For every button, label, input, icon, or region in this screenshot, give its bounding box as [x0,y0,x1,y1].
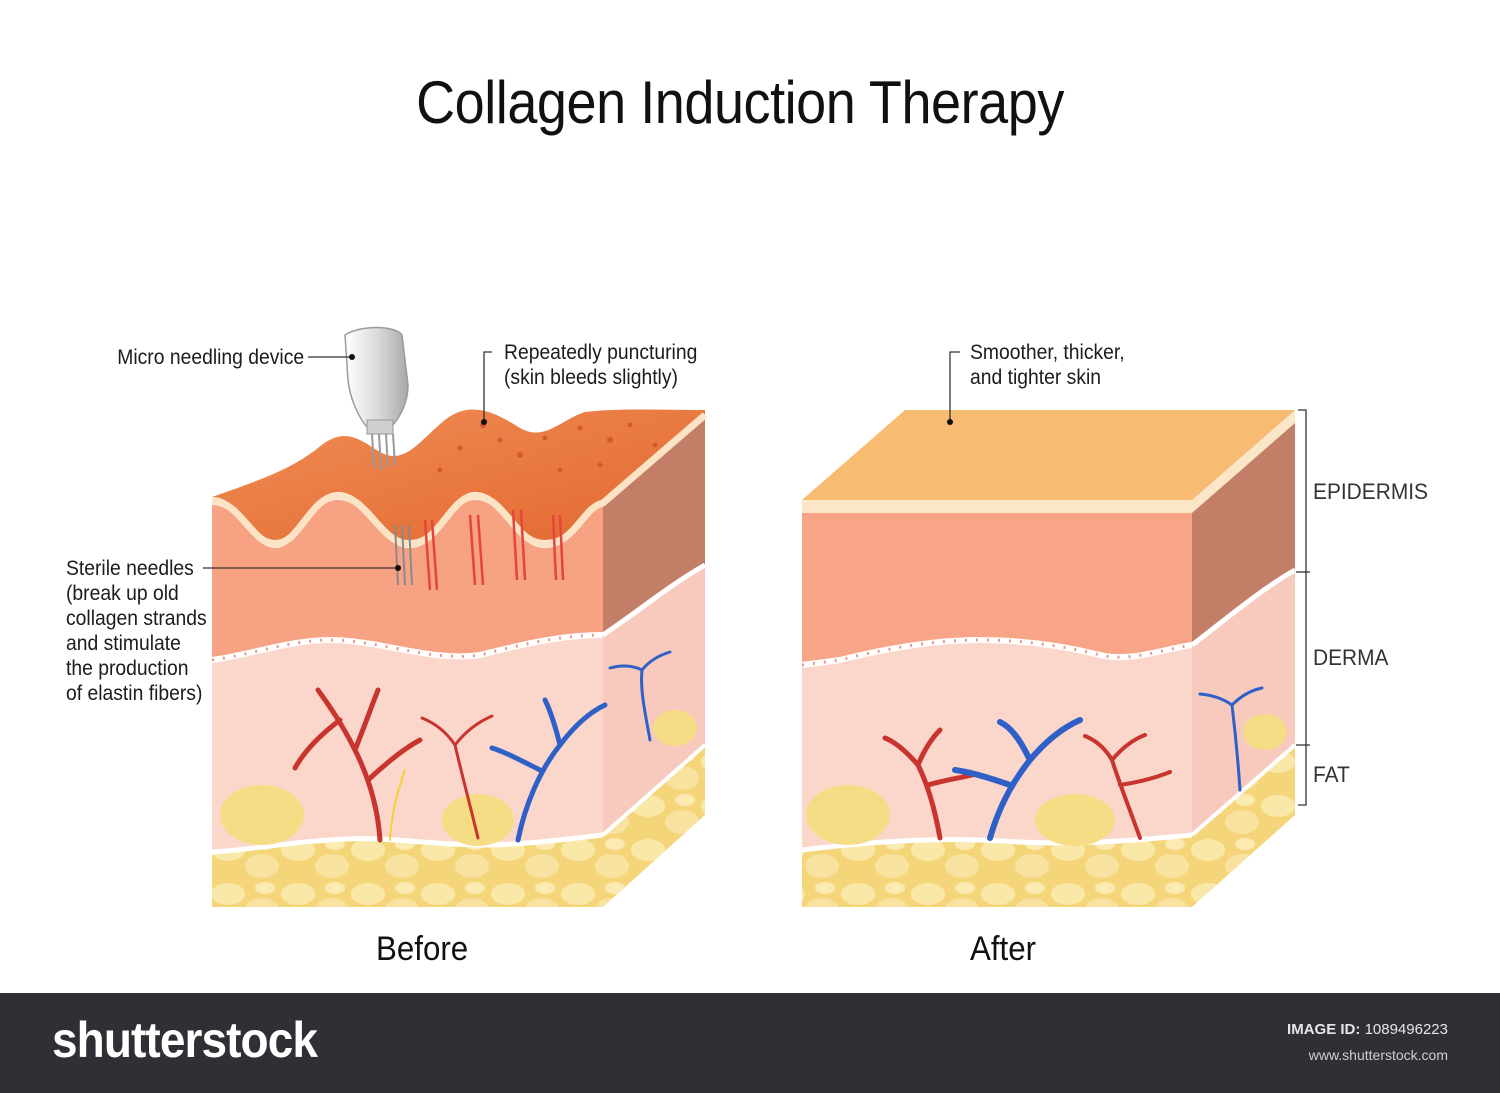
label-micro-needling-device: Micro needling device [117,345,304,370]
label-repeatedly-puncturing: Repeatedly puncturing (skin bleeds sligh… [504,340,697,390]
label-line: and stimulate [66,631,207,656]
site-url[interactable]: www.shutterstock.com [1309,1047,1448,1063]
label-smoother-skin: Smoother, thicker, and tighter skin [970,340,1125,390]
label-line: (skin bleeds slightly) [504,365,697,390]
label-line: Smoother, thicker, [970,340,1125,365]
label-line: (break up old [66,581,207,606]
label-fat: FAT [1313,762,1350,788]
label-line: Repeatedly puncturing [504,340,697,365]
shutterstock-logo[interactable]: shutterstock [52,1011,317,1069]
label-line: and tighter skin [970,365,1125,390]
label-line: collagen strands [66,606,207,631]
label-line: the production [66,656,207,681]
label-sterile-needles: Sterile needles (break up old collagen s… [66,556,207,706]
before-skin-block [212,410,705,908]
footer-bar: shutterstock IMAGE ID: 1089496223 www.sh… [0,993,1500,1093]
image-id-value: 1089496223 [1365,1021,1448,1038]
caption-after: After [970,930,1036,969]
label-line: of elastin fibers) [66,681,207,706]
caption-before: Before [376,930,468,969]
image-id-label: IMAGE ID: [1287,1021,1360,1038]
label-line: Sterile needles [66,556,207,581]
label-epidermis: EPIDERMIS [1313,479,1428,505]
skin-diagram [0,0,1500,993]
image-id: IMAGE ID: 1089496223 [1287,1021,1448,1038]
label-derma: DERMA [1313,645,1388,671]
after-skin-block [802,410,1295,907]
